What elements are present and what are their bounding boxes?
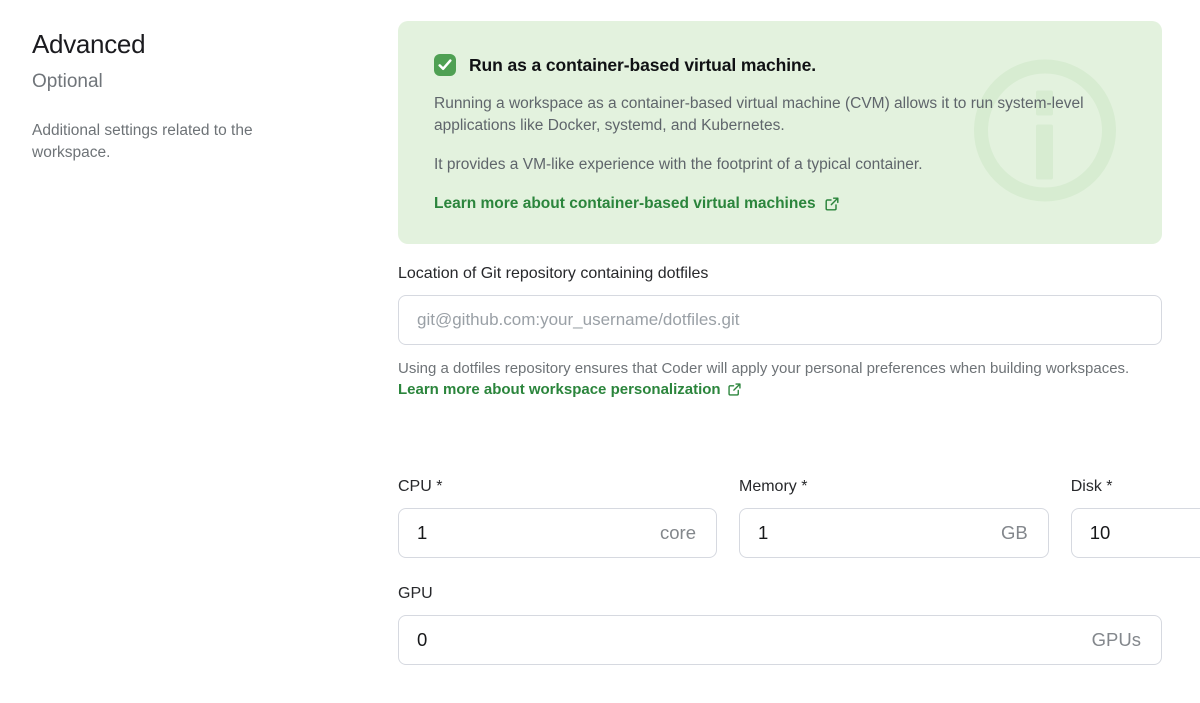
cvm-checkbox-row: Run as a container-based virtual machine… <box>434 54 1126 76</box>
gpu-input-box: GPUs <box>398 614 1162 665</box>
cvm-title: Run as a container-based virtual machine… <box>469 54 816 75</box>
resources-row: CPU * core Memory * GB Disk * GB <box>398 478 1200 558</box>
dotfiles-label: Location of Git repository containing do… <box>398 265 709 282</box>
dotfiles-helper: Using a dotfiles repository ensures that… <box>398 358 1162 401</box>
section-main: Run as a container-based virtual machine… <box>398 21 1200 665</box>
section-subtitle: Optional <box>32 71 103 92</box>
dotfiles-field: Location of Git repository containing do… <box>398 265 1162 401</box>
cpu-field: CPU * core <box>398 478 717 558</box>
cvm-checkbox[interactable] <box>434 54 456 76</box>
memory-unit: GB <box>1001 521 1028 543</box>
cvm-info-panel: Run as a container-based virtual machine… <box>398 21 1162 244</box>
gpu-field: GPU GPUs <box>398 585 1162 665</box>
gpu-label: GPU <box>398 584 433 602</box>
cpu-input[interactable] <box>417 521 660 544</box>
memory-field: Memory * GB <box>739 478 1049 558</box>
dotfiles-learn-more-link[interactable]: Learn more about workspace personalizati… <box>398 379 742 400</box>
cvm-description-2: It provides a VM-like experience with th… <box>434 156 923 173</box>
memory-label: Memory * <box>739 477 808 495</box>
memory-input-box: GB <box>739 507 1049 558</box>
advanced-settings-page: Advanced Optional Additional settings re… <box>32 21 1200 665</box>
external-link-icon <box>825 197 839 211</box>
info-circle-icon <box>967 52 1123 213</box>
section-sidebar: Advanced Optional Additional settings re… <box>32 21 398 164</box>
cvm-description-1: Running a workspace as a container-based… <box>434 95 1084 134</box>
memory-input[interactable] <box>758 521 1001 544</box>
cpu-input-box: core <box>398 507 717 558</box>
cvm-learn-more-label: Learn more about container-based virtual… <box>434 195 816 212</box>
disk-input[interactable] <box>1089 521 1200 544</box>
gpu-input[interactable] <box>417 628 1092 651</box>
checkmark-icon <box>438 59 452 71</box>
disk-label: Disk * <box>1070 477 1113 495</box>
external-link-icon <box>727 383 741 397</box>
cpu-unit: core <box>660 521 696 543</box>
cvm-learn-more-link[interactable]: Learn more about container-based virtual… <box>434 195 840 213</box>
disk-input-box: GB <box>1070 507 1200 558</box>
cvm-link-row: Learn more about container-based virtual… <box>434 195 1126 213</box>
section-description: Additional settings related to the works… <box>32 122 253 161</box>
disk-field: Disk * GB <box>1070 477 1200 558</box>
dotfiles-helper-text: Using a dotfiles repository ensures that… <box>398 360 1130 377</box>
dotfiles-input[interactable] <box>398 295 1162 345</box>
gpu-unit: GPUs <box>1091 628 1141 650</box>
cpu-label: CPU * <box>398 477 443 495</box>
dotfiles-learn-more-label: Learn more about workspace personalizati… <box>398 381 721 399</box>
section-title: Advanced <box>32 29 146 59</box>
